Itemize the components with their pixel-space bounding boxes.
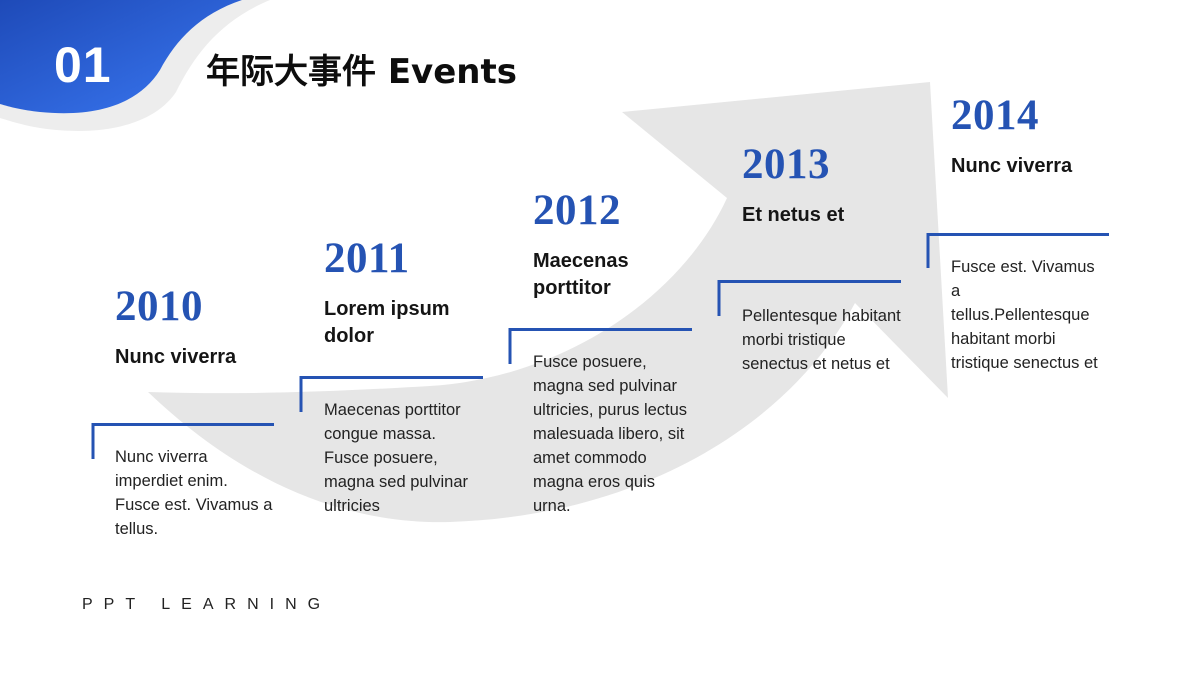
corner-blob — [0, 0, 242, 114]
event-description: Maecenas porttitor congue massa. Fusce p… — [324, 401, 469, 515]
event-title: Nunc viverra — [115, 346, 237, 368]
event-2011: 2011 Lorem ipsum dolor Maecenas porttito… — [324, 235, 514, 516]
event-description: Fusce est. Vivamus a tellus.Pellentesque… — [951, 258, 1098, 372]
event-year: 2010 — [115, 283, 203, 330]
footer-brand: PPT LEARNING — [82, 596, 332, 613]
section-number: 01 — [54, 37, 112, 93]
event-year: 2011 — [324, 235, 410, 282]
event-description: Pellentesque habitant morbi tristique se… — [742, 307, 901, 373]
event-bracket-2014 — [926, 233, 1109, 268]
event-bracket-2010 — [91, 423, 274, 459]
event-2010: 2010 Nunc viverra Nunc viverra imperdiet… — [115, 283, 305, 539]
event-2014: 2014 Nunc viverra Fusce est. Vivamus a t… — [951, 92, 1141, 373]
event-year: 2013 — [742, 141, 830, 188]
event-description: Nunc viverra imperdiet enim. Fusce est. … — [115, 448, 273, 538]
event-title: Lorem ipsum dolor — [324, 298, 450, 347]
event-year: 2012 — [533, 187, 621, 234]
event-2012: 2012 Maecenas porttitor Fusce posuere, m… — [533, 187, 723, 516]
event-title: Nunc viverra — [951, 155, 1073, 177]
timeline-arrow — [148, 82, 948, 523]
event-title: Et netus et — [742, 204, 845, 226]
slide-title: 年际大事件 Events — [206, 52, 517, 92]
event-title: Maecenas porttitor — [533, 250, 629, 299]
event-year: 2014 — [951, 92, 1039, 139]
event-bracket-2013 — [717, 280, 901, 316]
event-bracket-2012 — [508, 328, 692, 364]
event-2013: 2013 Et netus et Pellentesque habitant m… — [742, 141, 932, 374]
event-bracket-2011 — [299, 376, 483, 412]
event-description: Fusce posuere, magna sed pulvinar ultric… — [533, 353, 688, 515]
